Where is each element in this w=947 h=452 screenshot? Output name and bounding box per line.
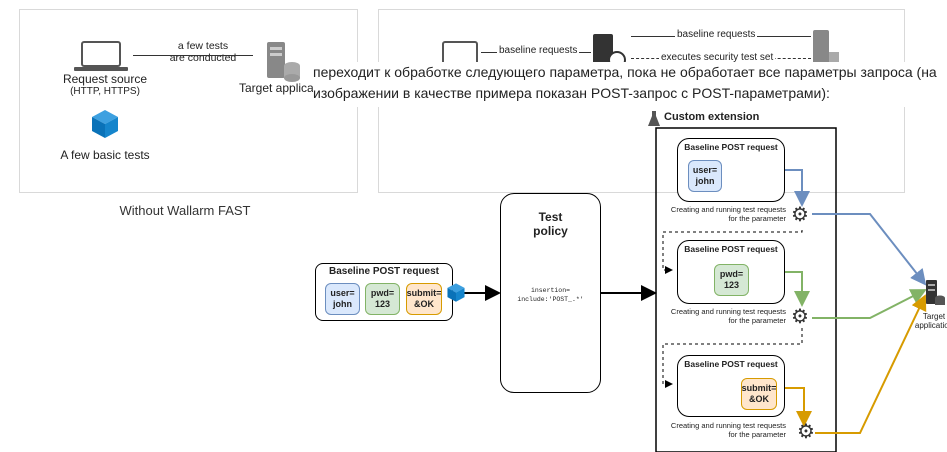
param-pwd: pwd= 123 [365, 283, 400, 315]
card-2-param: pwd= 123 [714, 264, 749, 296]
panel-caption: Without Wallarm FAST [119, 203, 251, 218]
policy-code: insertion= include:'POST_.*' [517, 287, 584, 303]
server-icon-2 [811, 28, 841, 68]
dashed-link-2 [662, 328, 803, 388]
baseline-requests-label-1: baseline requests [497, 45, 580, 56]
source-sublabel: (HTTP, HTTPS) [70, 86, 140, 97]
gear-icon-1: ⚙ [791, 204, 809, 226]
baseline-requests-label-2: baseline requests [675, 29, 758, 40]
without-fast-panel: a few tests are conducted Request source… [19, 9, 358, 193]
target-label: Target applica [239, 81, 314, 95]
cube-icon-small [446, 282, 466, 303]
cube-icon [90, 108, 120, 140]
input-request-title: Baseline POST request [328, 266, 440, 277]
orange-param-line [785, 387, 812, 427]
basic-tests-label: A few basic tests [60, 148, 150, 162]
test-policy-box: Test policy insertion= include:'POST_.*' [500, 193, 601, 393]
card-3-title: Baseline POST request [684, 359, 778, 369]
card-1-title: Baseline POST request [684, 142, 778, 152]
gear-icon-3: ⚙ [797, 421, 815, 443]
ru-text-line-1: переходит к обработке следующего парамет… [313, 62, 947, 84]
blue-to-target [812, 213, 927, 286]
green-param-line [785, 271, 810, 307]
extension-title: Custom extension [664, 111, 760, 123]
target-server-icon [924, 278, 946, 308]
orange-to-target [815, 294, 927, 434]
extension-frame [655, 127, 837, 452]
card-3-note: Creating and running test requests for t… [670, 421, 786, 439]
card-2-note: Creating and running test requests for t… [670, 307, 786, 325]
executes-label: executes security test set [659, 52, 776, 63]
card-1-param: user= john [688, 160, 722, 192]
param-submit: submit= &OK [406, 283, 442, 315]
laptop-icon [70, 40, 132, 74]
ru-text-line-2: изображении в качестве примера показан P… [313, 83, 947, 107]
green-to-target [812, 289, 927, 319]
card-3-param: submit= &OK [741, 378, 777, 410]
server-icon [263, 40, 303, 82]
flask-icon [647, 110, 661, 128]
card-1-note: Creating and running test requests for t… [670, 205, 786, 223]
param-user: user= john [325, 283, 360, 315]
connector-line [133, 55, 253, 56]
blue-param-line [785, 169, 810, 207]
target-app-label: Target application [914, 312, 947, 330]
gear-icon-2: ⚙ [791, 306, 809, 328]
test-policy-title: Test policy [533, 210, 568, 238]
card-2-title: Baseline POST request [684, 244, 778, 254]
dashed-link-1 [662, 230, 803, 274]
source-label: Request source [62, 72, 148, 86]
